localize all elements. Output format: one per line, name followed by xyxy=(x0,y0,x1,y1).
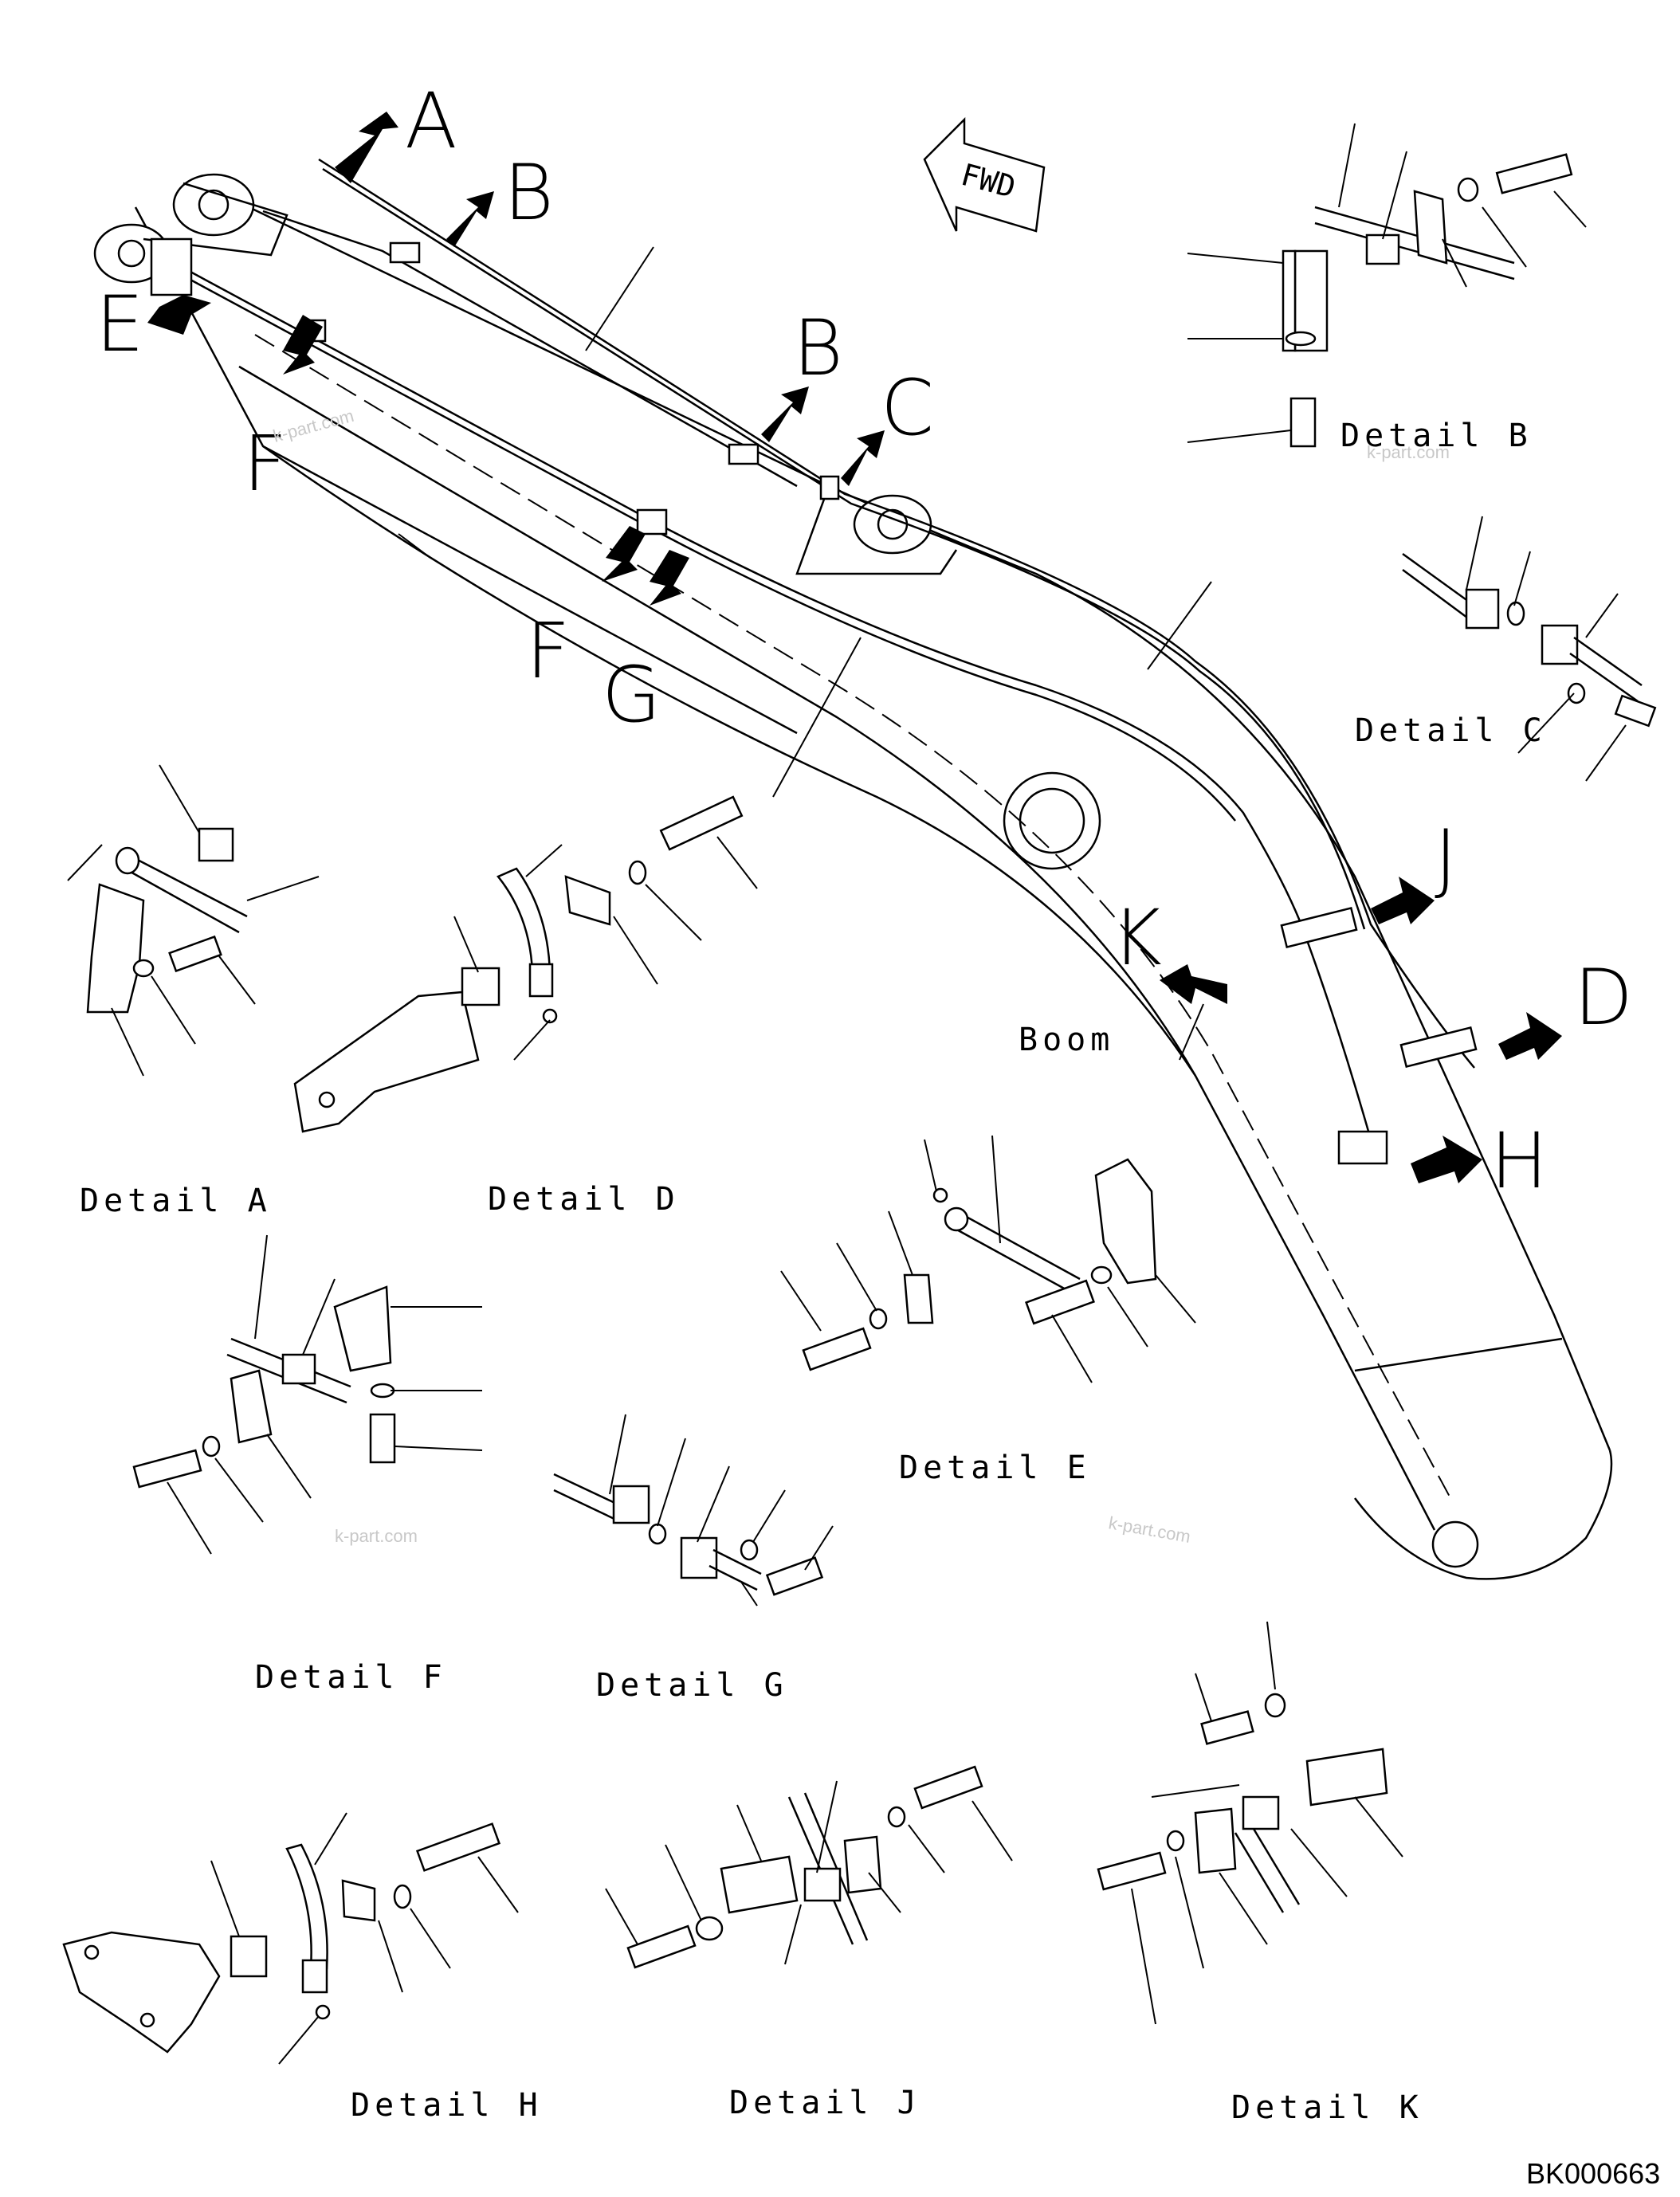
detail-a-label: Detail A xyxy=(80,1183,272,1219)
detail-f-label: Detail F xyxy=(255,1659,447,1696)
detail-d-label: Detail D xyxy=(488,1181,680,1218)
callout-j: J xyxy=(1435,814,1457,903)
arrow-j xyxy=(1371,877,1435,924)
detail-c: Detail C xyxy=(1355,516,1657,782)
detail-k: Detail K xyxy=(1097,1621,1423,2126)
detail-j: Detail J xyxy=(605,1765,1013,2121)
watermark-3: k-part.com xyxy=(335,1526,418,1546)
callout-b1: B xyxy=(504,148,554,237)
detail-c-label: Detail C xyxy=(1355,712,1547,749)
callout-h: H xyxy=(1490,1116,1548,1206)
watermark-1: k-part.com xyxy=(271,406,356,446)
detail-h: Detail H xyxy=(62,1812,543,2124)
arrow-d xyxy=(1498,1012,1562,1060)
detail-e: Detail E xyxy=(780,1135,1196,1486)
arrow-e xyxy=(147,295,211,335)
callout-c: C xyxy=(881,363,934,453)
callout-f1: F xyxy=(243,419,287,508)
callout-f2: F xyxy=(526,606,570,696)
boom-piping xyxy=(150,158,1478,1165)
callout-g: G xyxy=(602,650,661,740)
boom-body xyxy=(93,173,1613,1580)
detail-j-label: Detail J xyxy=(729,2085,921,2121)
arrow-k xyxy=(1160,964,1227,1004)
fwd-indicator: FWD xyxy=(923,116,1046,233)
detail-g: Detail G xyxy=(553,1414,834,1704)
watermark-2: k-part.com xyxy=(1367,442,1450,462)
arrow-b1 xyxy=(446,191,494,247)
callout-e: E xyxy=(96,280,144,369)
arrow-f1 xyxy=(283,315,323,375)
arrow-c xyxy=(841,430,885,486)
callout-arrows xyxy=(147,112,1562,1183)
detail-g-label: Detail G xyxy=(596,1667,788,1704)
leader-lines xyxy=(398,246,1212,1061)
detail-d: Detail D xyxy=(293,795,758,1218)
arrow-b2 xyxy=(761,386,809,442)
watermark-4: k-part.com xyxy=(1107,1512,1192,1547)
callout-d: D xyxy=(1574,953,1633,1042)
detail-h-label: Detail H xyxy=(351,2087,543,2124)
detail-b-label: Detail B xyxy=(1340,418,1533,454)
callout-a: A xyxy=(405,77,457,166)
arrow-a xyxy=(335,112,398,183)
detail-a: Detail A xyxy=(67,764,320,1219)
detail-f: Detail F xyxy=(132,1234,483,1696)
detail-k-label: Detail K xyxy=(1231,2089,1423,2126)
drawing-code: BK000663 xyxy=(1526,2157,1660,2190)
arrow-f2 xyxy=(602,526,646,582)
detail-b: Detail B xyxy=(1187,123,1587,454)
arrow-h xyxy=(1411,1136,1482,1183)
callout-k: K xyxy=(1112,893,1162,983)
detail-e-label: Detail E xyxy=(899,1450,1091,1486)
boom-label: Boom xyxy=(1019,1022,1114,1058)
callout-b2: B xyxy=(793,304,843,393)
arrow-g xyxy=(650,550,689,606)
callout-letters: A B B C E F F G J K D H xyxy=(96,77,1633,1206)
